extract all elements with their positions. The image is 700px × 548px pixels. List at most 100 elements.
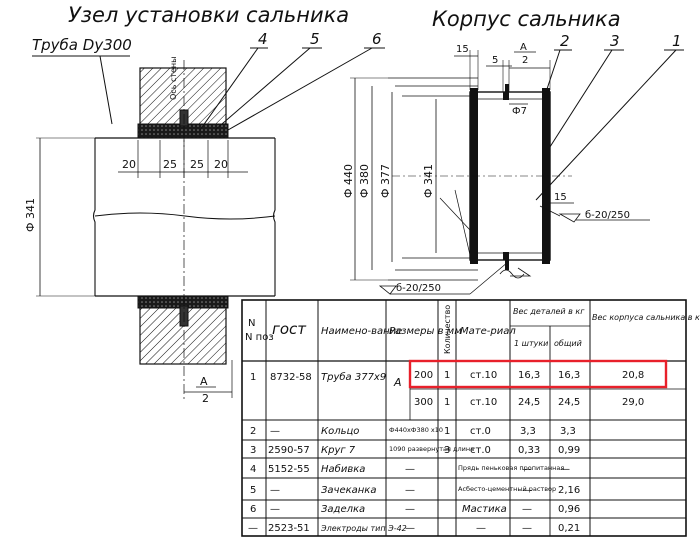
r7-gost: 2523-51 [268,523,310,534]
weld-right: б-20/250 [585,210,630,221]
r2-qty: 1 [444,426,450,437]
r3-gost: 2590-57 [268,445,310,456]
r4-dims-dash: — [405,464,415,475]
callout-6: 6 [372,30,382,48]
row-highlight [408,359,668,389]
r1-body: 20,8 [622,370,644,381]
r5-unit-dash: — [522,485,532,496]
hdr-dims: Размеры в мм [389,326,462,337]
dia-440: Ф 440 [342,164,355,198]
r4-pos: 4 [250,464,256,475]
r6-gost-dash: — [270,504,280,515]
r2-material: ст.0 [470,426,491,437]
callout-5: 5 [310,30,320,48]
dim-25-b: 25 [190,158,204,171]
r4-material: Прядь пеньковая пропитанная [458,464,564,472]
hdr-part-weight: Вес деталей в кг [513,307,585,316]
r4-unit-dash: — [522,464,532,475]
dim-15-side: 15 [554,192,567,203]
r7-unit-dash: — [522,523,532,534]
title-left: Узел установки сальника [68,3,349,27]
r1b-qty: 1 [444,397,450,408]
r3-pos: 3 [250,445,256,456]
r1b-material: ст.10 [470,397,497,408]
hdr-pos: N поз [245,332,274,343]
r4-name: Набивка [321,463,365,475]
spec-table: N N поз гост Наимено-вание Размеры в мм … [241,299,700,537]
section-2-left: 2 [202,392,209,405]
r2-gost-dash: — [270,426,280,437]
hdr-material: Мате-риал [460,326,516,337]
r7-name: Электроды тип Э-42 [320,524,407,533]
dim-25-a: 25 [163,158,177,171]
r3-qty: 3 [444,445,450,456]
dim-20-a: 20 [122,158,136,171]
r6-unit-dash: — [522,504,532,515]
left-unit-drawing: Узел установки сальника Труба Dу300 Ось … [24,3,385,405]
r1-dims: А [393,376,402,389]
r5-dims-dash: — [405,485,415,496]
r1-material: ст.10 [470,370,497,381]
r3-total: 0,99 [558,445,580,456]
title-right: Корпус сальника [432,7,621,31]
r1-gost: 8732-58 [270,372,312,383]
r7-pos: — [248,523,258,534]
r6-pos: 6 [250,504,256,515]
r6-material: Мастика [462,504,507,515]
r6-dims-dash: — [405,504,415,515]
r2-dims: Ф440хФ380 х10 [389,426,443,434]
r1-a: 200 [414,370,433,381]
dia-341-left: Ф 341 [24,198,37,232]
r6-name: Заделка [321,504,365,515]
r7-total: 0,21 [558,523,580,534]
callout-3: 3 [610,32,620,50]
r1b-body: 29,0 [622,397,644,408]
dim-15-top: 15 [456,44,469,55]
ring-right [542,88,550,264]
dia-377: Ф 377 [379,164,392,198]
r2-name: Кольцо [321,426,359,437]
r5-gost-dash: — [270,485,280,496]
hdr-per-unit: 1 штуки [514,339,548,348]
callout-4: 4 [258,30,268,48]
callout-2: 2 [560,32,570,50]
weld-bottom: б-20/250 [396,283,441,294]
r2-pos: 2 [250,426,256,437]
r7-material-dash: — [476,523,486,534]
hdr-name: Наимено-вание [321,326,402,337]
r1-name: Труба 377х9 [321,371,386,383]
hdr-body-weight: Вес корпуса сальника в кг [592,313,700,322]
section-a-left: А [200,375,208,388]
section-2-right: 2 [522,55,528,66]
r4-total-dash: — [560,464,570,475]
r1-unit: 16,3 [518,370,540,381]
wall-axis-label: Ось стены [169,57,178,100]
callout-1: 1 [672,32,682,50]
dim-20-b: 20 [214,158,228,171]
r1b-total: 24,5 [558,397,580,408]
r3-unit: 0,33 [518,445,540,456]
r5-material: Асбесто-цементный раствор [458,485,556,493]
r3-dims: 1090 развернутая длина [389,445,474,453]
right-body-drawing: Корпус сальника Ф 440 Ф 380 Ф 377 Ф 341 [342,7,684,295]
hdr-total: общий [554,339,582,348]
r3-material: ст.0 [470,445,491,456]
r4-gost: 5152-55 [268,464,310,475]
hdr-qty: Количество [443,305,452,354]
r3-name: Круг 7 [321,445,356,456]
dim-5-top: 5 [492,55,498,66]
r1b-unit: 24,5 [518,397,540,408]
r1-pos: 1 [250,372,256,383]
dia-380: Ф 380 [358,164,371,198]
hdr-pos-1: N [248,318,255,329]
r2-total: 3,3 [560,426,576,437]
r7-dims-dash: — [405,523,415,534]
r1b-a: 300 [414,397,433,408]
r6-total: 0,96 [558,504,580,515]
phi7-label: Ф7 [512,106,527,117]
r1-total: 16,3 [558,370,580,381]
r5-name: Зачеканка [321,485,376,496]
r2-unit: 3,3 [520,426,536,437]
